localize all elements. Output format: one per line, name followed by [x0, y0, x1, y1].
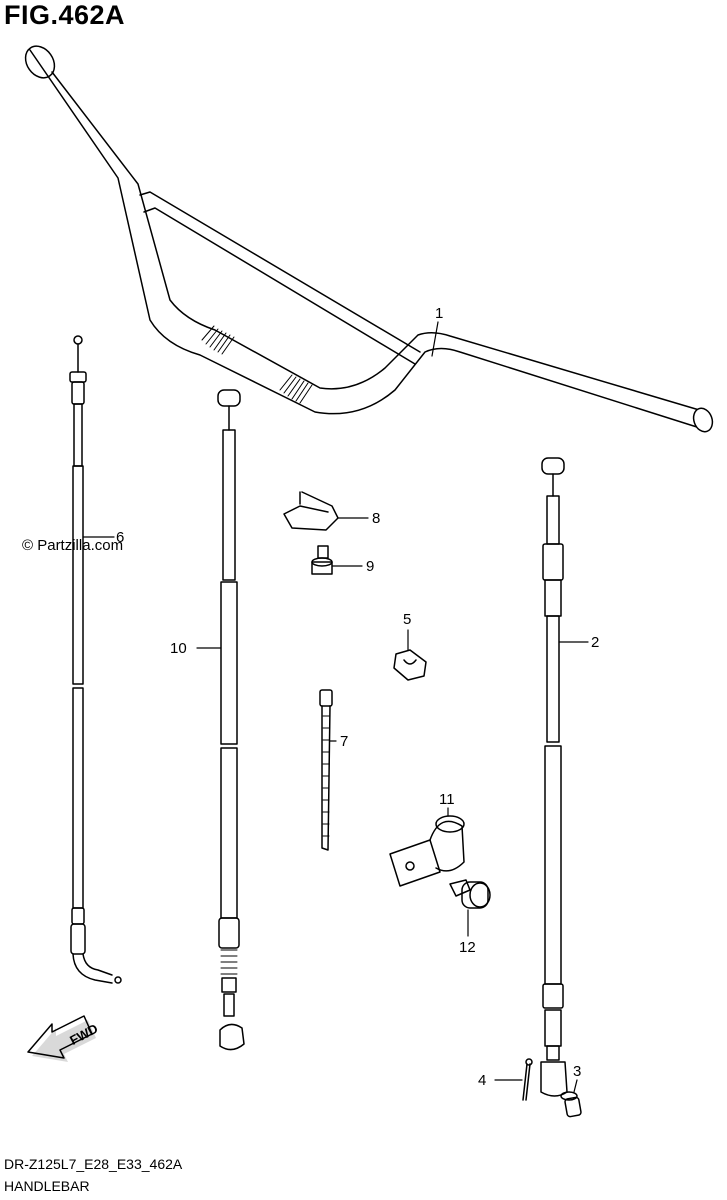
callout-11: 11: [439, 791, 455, 808]
callout-9: 9: [366, 558, 374, 575]
wire-guide[interactable]: [283, 491, 339, 531]
bolt[interactable]: [449, 879, 491, 909]
cotter-pin[interactable]: [522, 1058, 533, 1101]
throttle-cable[interactable]: [69, 335, 122, 984]
callout-12: 12: [459, 939, 476, 956]
callout-5: 5: [403, 611, 411, 628]
cable-clamp[interactable]: [393, 649, 427, 681]
callouts: 1 2 3 4 5 6 7 8 9 10 11 12: [116, 305, 599, 1089]
callout-4: 4: [478, 1072, 486, 1089]
callout-8: 8: [372, 510, 380, 527]
model-code: DR-Z125L7_E28_E33_462A: [4, 1156, 183, 1172]
leader-1: [431, 321, 439, 357]
callout-7: 7: [340, 733, 348, 750]
callout-1: 1: [435, 305, 443, 322]
callout-3: 3: [573, 1063, 581, 1080]
clutch-cable[interactable]: [540, 457, 568, 1097]
cable-tie[interactable]: [319, 689, 333, 851]
figure-title: FIG.462A: [4, 0, 126, 30]
cable[interactable]: [217, 389, 245, 1051]
callout-2: 2: [591, 634, 599, 651]
cable-end-pin[interactable]: [560, 1091, 582, 1118]
handlebar[interactable]: [20, 41, 716, 435]
leader-3: [573, 1079, 578, 1093]
clamp-bracket[interactable]: [389, 815, 465, 887]
fwd-arrow: FWD: [27, 1015, 100, 1062]
leader-lines: [82, 321, 589, 1093]
section-name: HANDLEBAR: [4, 1178, 90, 1194]
callout-6: 6: [116, 529, 124, 546]
callout-10: 10: [170, 640, 187, 657]
bolt[interactable]: [311, 545, 333, 575]
